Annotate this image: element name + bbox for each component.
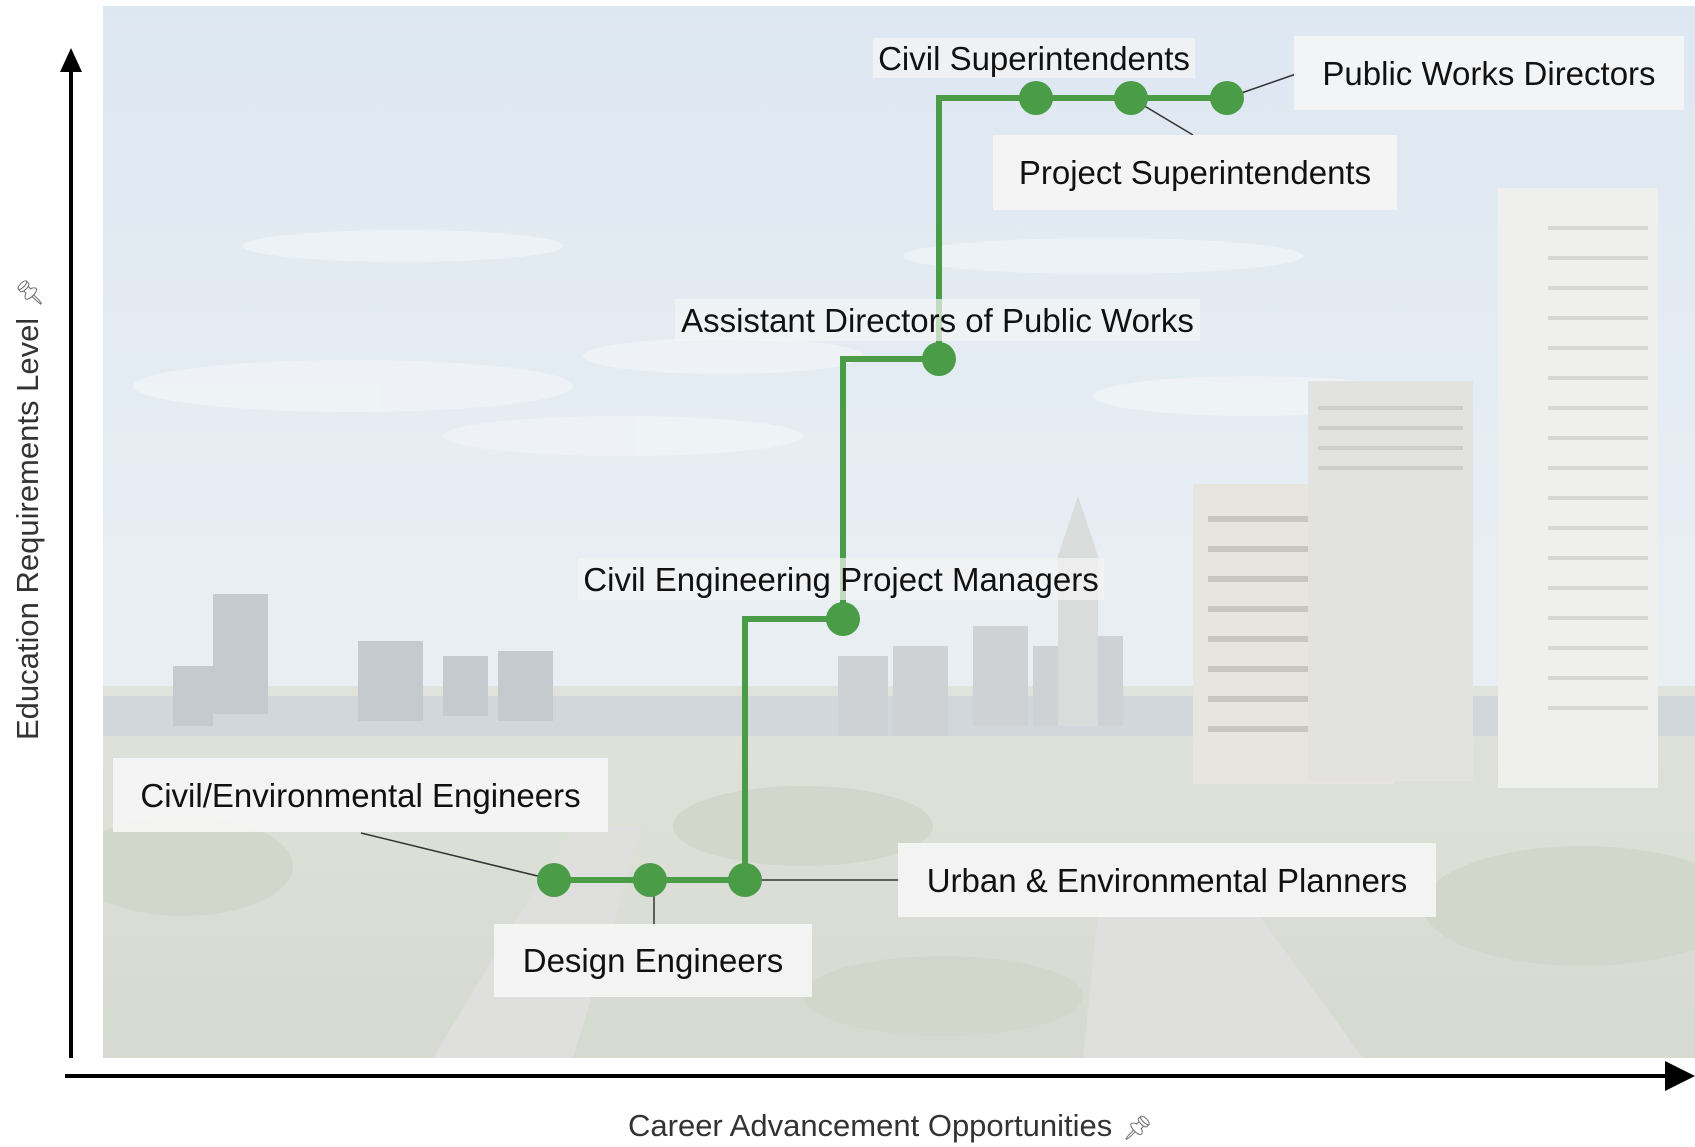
label-civil-environmental-engineers: Civil/Environmental Engineers (113, 758, 608, 832)
pin-icon[interactable]: 📌︎ (1122, 1115, 1153, 1142)
y-axis-title: Education Requirements Level 📌︎ (10, 277, 46, 740)
node-urban-environmental-planners (728, 863, 762, 897)
label-public-works-directors: Public Works Directors (1294, 36, 1684, 110)
career-path-line (554, 95, 1227, 883)
x-axis-title-text: Career Advancement Opportunities (628, 1108, 1113, 1143)
node-civil-environmental-engineers (537, 863, 571, 897)
label-project-superintendents: Project Superintendents (993, 135, 1397, 210)
label-civil-engineering-project-managers: Civil Engineering Project Managers (578, 558, 1104, 600)
node-civil-engineering-project-managers (826, 602, 860, 636)
node-civil-superintendents (1019, 81, 1053, 115)
label-design-engineers: Design Engineers (494, 924, 812, 997)
y-axis-title-text: Education Requirements Level (10, 317, 45, 740)
node-public-works-directors (1210, 81, 1244, 115)
node-project-superintendents (1114, 81, 1148, 115)
y-axis-arrowhead (60, 48, 82, 72)
node-design-engineers (633, 863, 667, 897)
label-civil-superintendents: Civil Superintendents (873, 38, 1195, 78)
label-assistant-directors-public-works: Assistant Directors of Public Works (675, 299, 1200, 341)
pin-icon[interactable]: 📌︎ (17, 277, 44, 308)
leader-line-civil-env (360, 832, 555, 881)
node-assistant-directors-public-works (922, 342, 956, 376)
x-axis-title: Career Advancement Opportunities 📌︎ (628, 1108, 1153, 1144)
label-urban-environmental-planners: Urban & Environmental Planners (898, 843, 1436, 917)
x-axis-arrowhead (1665, 1061, 1695, 1091)
